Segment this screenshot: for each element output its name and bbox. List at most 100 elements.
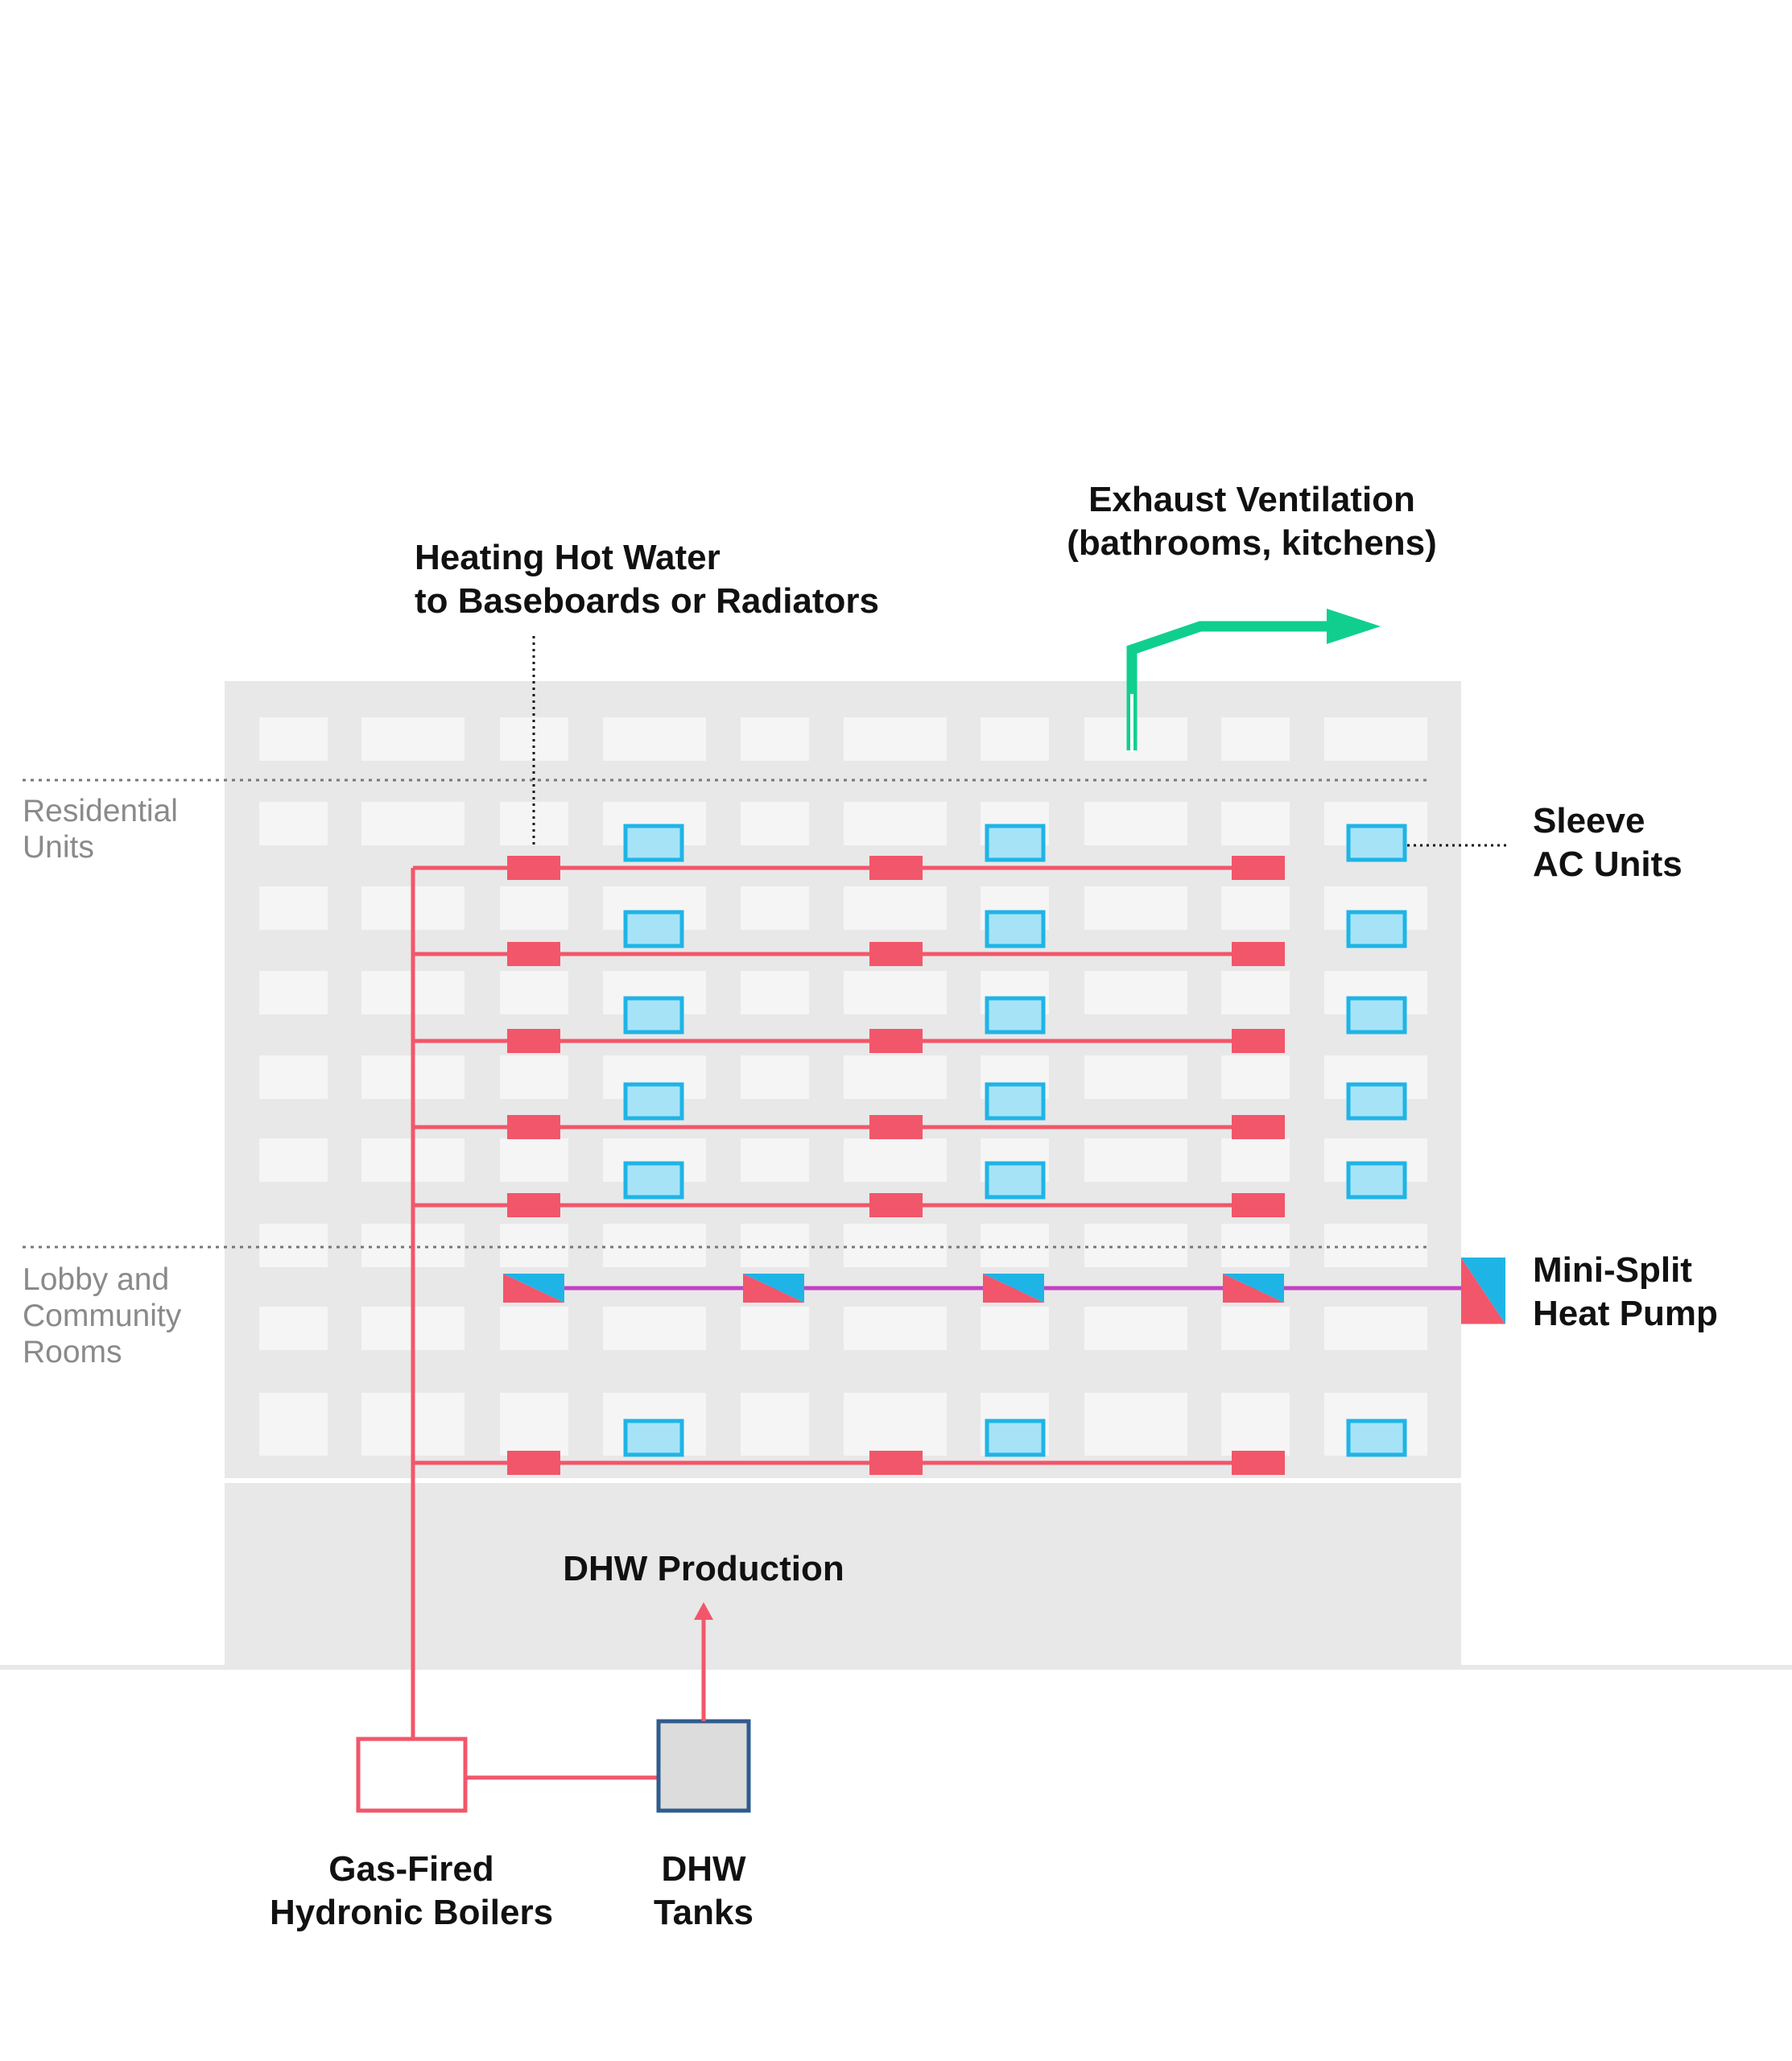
window: [981, 717, 1049, 761]
sleeve-ac-unit-icon: [623, 1419, 684, 1457]
baseboard-radiator-unit: [1232, 1115, 1285, 1139]
window: [741, 717, 809, 761]
window: [500, 886, 568, 930]
baseboard-radiator-unit: [507, 1451, 560, 1475]
baseboard-radiator-unit: [1232, 1451, 1285, 1475]
lobby-zone-label-line2: Community: [23, 1299, 182, 1333]
sleeve-ac-unit-icon: [623, 996, 684, 1035]
dhw-tank-icon: [656, 1719, 751, 1813]
window: [603, 1224, 706, 1267]
window: [741, 1393, 809, 1456]
window: [500, 1055, 568, 1099]
window: [981, 1224, 1049, 1267]
window: [500, 1224, 568, 1267]
mini-split-label-line1: Mini-Split: [1533, 1250, 1692, 1290]
window: [741, 1224, 809, 1267]
window: [259, 1393, 328, 1456]
window: [844, 802, 947, 845]
sleeve-ac-unit-icon: [985, 910, 1046, 948]
mini-split-indoor-cool-half: [1223, 1274, 1284, 1303]
sleeve-ac-units: [623, 824, 1407, 1457]
residential-zone-label-line1: Residential: [23, 794, 178, 828]
gas-fired-boiler-icon: [356, 1737, 468, 1813]
exhaust-arrow-head: [1327, 609, 1381, 644]
sleeve-ac-unit-icon: [985, 1161, 1046, 1200]
window: [741, 1307, 809, 1350]
window: [844, 1224, 947, 1267]
mini-split-outdoor-cool-half: [1461, 1258, 1505, 1324]
sleeve-ac-label-line1: Sleeve: [1533, 801, 1645, 841]
window: [1324, 717, 1427, 761]
window: [1221, 1055, 1290, 1099]
heating-label-line2: to Baseboards or Radiators: [415, 581, 879, 621]
sleeve-ac-unit-icon: [1346, 824, 1407, 862]
window: [361, 717, 465, 761]
baseboard-radiator-unit: [869, 1115, 923, 1139]
window: [1084, 971, 1187, 1014]
window: [741, 1138, 809, 1182]
window: [1221, 1224, 1290, 1267]
sleeve-ac-unit-icon: [1346, 1161, 1407, 1200]
sleeve-ac-unit-icon: [1346, 910, 1407, 948]
sleeve-ac-unit-icon: [1346, 1082, 1407, 1121]
window: [1084, 1393, 1187, 1456]
window: [1221, 971, 1290, 1014]
window: [844, 1393, 947, 1456]
window: [259, 971, 328, 1014]
baseboard-radiator-unit: [869, 1029, 923, 1053]
mini-split-indoor-cool-half: [503, 1274, 564, 1303]
exhaust-label-line1: Exhaust Ventilation: [1088, 480, 1415, 519]
window: [1084, 802, 1187, 845]
sleeve-ac-unit-icon: [985, 1082, 1046, 1121]
window: [1221, 1307, 1290, 1350]
heating-hot-water-loop: [411, 856, 1285, 1739]
window: [844, 1138, 947, 1182]
baseboard-radiator-unit: [507, 1115, 560, 1139]
building-basement: [225, 1483, 1461, 1667]
window: [259, 1224, 328, 1267]
window: [603, 1307, 706, 1350]
baseboard-radiator-unit: [507, 1029, 560, 1053]
mini-split-system: [503, 1258, 1505, 1324]
window: [1084, 886, 1187, 930]
ground-line: [0, 1665, 1792, 1670]
sleeve-ac-unit-icon: [985, 996, 1046, 1035]
window: [361, 802, 465, 845]
window: [1221, 1138, 1290, 1182]
window: [259, 717, 328, 761]
window: [741, 886, 809, 930]
sleeve-ac-unit-icon: [623, 824, 684, 862]
window: [844, 717, 947, 761]
window: [1084, 1055, 1187, 1099]
baseboard-radiator-unit: [869, 1193, 923, 1217]
window: [500, 1307, 568, 1350]
baseboard-radiator-unit: [507, 856, 560, 880]
window: [1084, 1138, 1187, 1182]
boilers-label-line2: Hydronic Boilers: [270, 1893, 553, 1932]
window: [844, 971, 947, 1014]
baseboard-radiator-unit: [507, 1193, 560, 1217]
window: [500, 1393, 568, 1456]
baseboard-radiator-unit: [1232, 1193, 1285, 1217]
window: [259, 1055, 328, 1099]
baseboard-radiator-unit: [507, 942, 560, 966]
exhaust-label-line2: (bathrooms, kitchens): [1067, 523, 1437, 563]
window: [603, 717, 706, 761]
window: [1084, 1224, 1187, 1267]
lobby-zone-label-line3: Rooms: [23, 1335, 122, 1369]
window: [741, 971, 809, 1014]
window: [1221, 802, 1290, 845]
residential-zone-label-line2: Units: [23, 830, 94, 865]
window: [259, 886, 328, 930]
baseboard-radiator-unit: [1232, 942, 1285, 966]
baseboard-radiator-unit: [1232, 856, 1285, 880]
window: [741, 1055, 809, 1099]
sleeve-ac-unit-icon: [623, 1082, 684, 1121]
window: [844, 1055, 947, 1099]
sleeve-ac-unit-icon: [985, 1419, 1046, 1457]
sleeve-ac-unit-icon: [1346, 1419, 1407, 1457]
sleeve-ac-label-line2: AC Units: [1533, 845, 1683, 884]
baseboard-radiator-unit: [869, 1451, 923, 1475]
sleeve-ac-unit-icon: [623, 1161, 684, 1200]
